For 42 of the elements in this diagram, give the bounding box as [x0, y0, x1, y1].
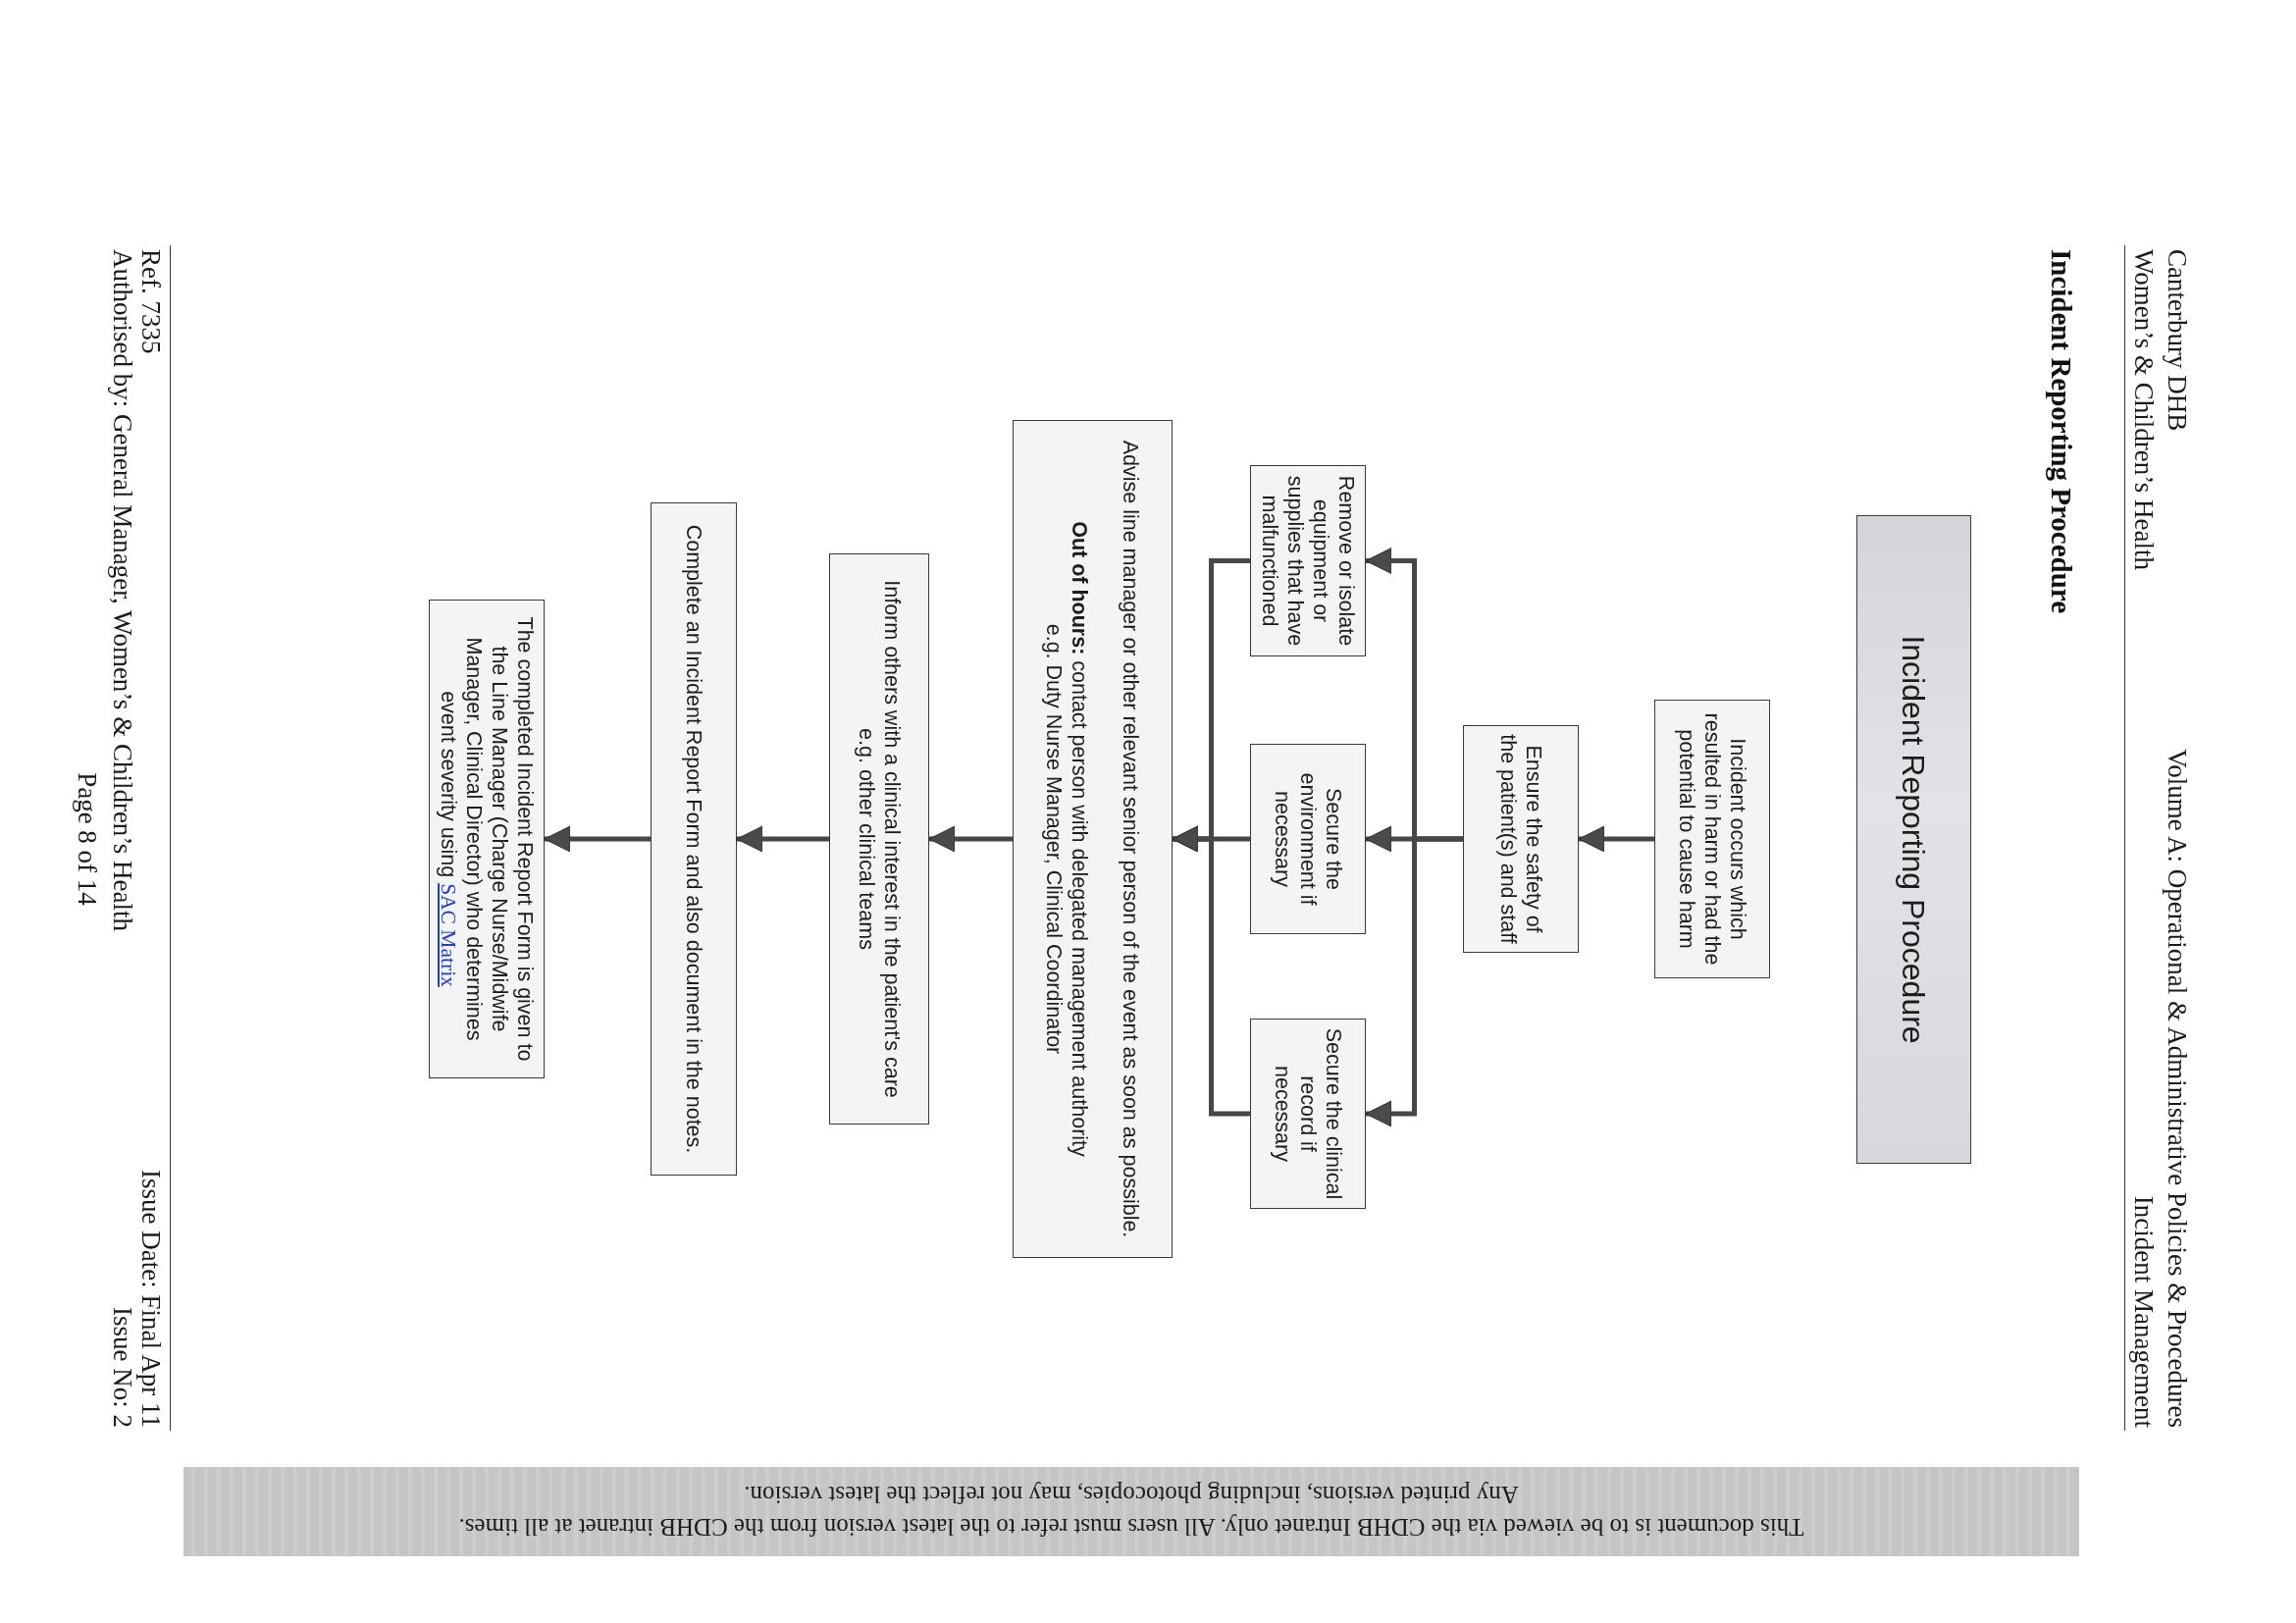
step-text: Ensure the safety of the patient(s) and staff	[1495, 733, 1546, 945]
step-text: Incident occurs which resulted in harm or had the potential to cause harm	[1674, 711, 1750, 968]
step-text: Out of hours: contact person with delegated management authority	[1067, 521, 1093, 1157]
arrow	[1578, 825, 1654, 853]
notice-banner	[183, 1467, 2079, 1556]
arrow	[928, 825, 1013, 853]
arrow	[544, 825, 651, 853]
step-text: Advise line manager or other relevant senior person of the event as soon as possible.	[1118, 440, 1144, 1238]
page-number: Page 8 of 14	[72, 772, 102, 906]
authorisation-text: Authorised by: General Manager, Women’s & Children’s Health	[107, 249, 137, 932]
process-box	[829, 553, 929, 1125]
notice-text: This document is to be viewed via the CDHB Intranet only. All users must refer to the latest version from the CDHB intranet at all times.	[458, 1513, 1804, 1544]
title-text: Incident Reporting Procedure	[1895, 635, 1933, 1044]
process-box	[429, 600, 545, 1078]
link: SAC Matrix	[437, 883, 460, 987]
issue-number: Issue No: 2	[107, 1307, 137, 1428]
process-box	[651, 502, 737, 1176]
page-heading: Incident Reporting Procedure	[2045, 249, 2078, 614]
step-text: Inform others with a clinical interest in the patient's care	[879, 580, 905, 1098]
issue-date: Issue Date: Final Apr 11	[135, 1170, 166, 1428]
volume-title: Volume A: Operational & Administrative Policies & Procedures	[2162, 749, 2192, 1428]
arrow	[1172, 825, 1250, 1117]
notice-text: Any printed versions, including photocopies, may not reflect the latest version.	[744, 1481, 1519, 1511]
step-text: Remove or isolate equipment or supplies that have malfunctioned	[1257, 474, 1359, 649]
process-box	[1463, 725, 1579, 953]
process-box	[1013, 420, 1173, 1258]
step-text: e.g. Duty Nurse Manager, Clinical Coordinator	[1041, 623, 1068, 1055]
step-text: e.g. other clinical teams	[854, 728, 879, 950]
arrow	[736, 825, 829, 853]
step-text: Secure the clinical record if necessary	[1270, 1026, 1346, 1201]
arrow	[1365, 836, 1463, 1127]
process-box	[1654, 700, 1770, 978]
step-text: Complete an Incident Report Form and also document in the notes.	[681, 524, 706, 1154]
department-name: Women’s & Children’s Health	[2128, 249, 2159, 571]
reference-number: Ref. 7335	[135, 249, 166, 354]
process-box	[1250, 1019, 1366, 1209]
organisation-name: Canterbury DHB	[2162, 249, 2192, 432]
step-text: Secure the environment if necessary	[1270, 771, 1346, 908]
section-name: Incident Management	[2128, 1195, 2159, 1428]
process-box	[1250, 465, 1366, 656]
process-box	[1250, 744, 1366, 934]
title-box	[1856, 515, 1971, 1164]
